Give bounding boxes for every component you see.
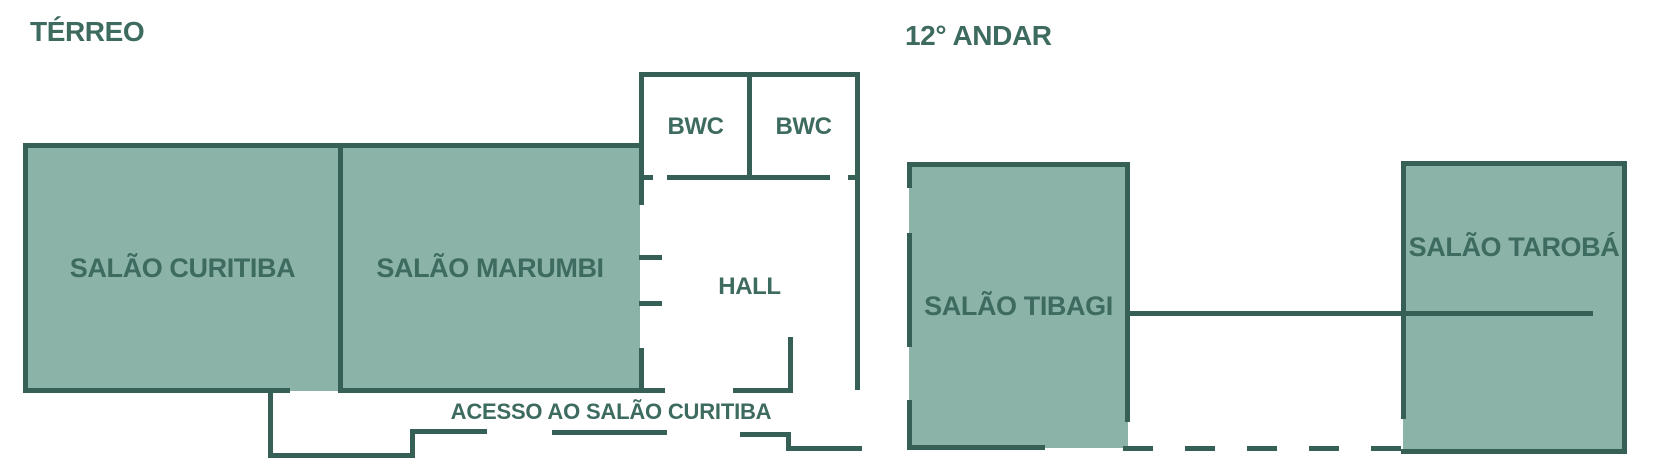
acesso-annotation: ACESSO AO SALÃO CURITIBA (450, 399, 772, 424)
wall-tibagi-right (1125, 162, 1130, 422)
room-hall-label: HALL (718, 273, 781, 300)
wall-taroba-top (1401, 161, 1627, 166)
room-taroba-fill (1403, 163, 1625, 450)
wall-tibagi-left-bottom (907, 400, 912, 450)
wall-tibagi-left-top (907, 162, 912, 188)
wall-hall-corner-horizontal (733, 388, 793, 393)
wall-stair-bottom (268, 453, 415, 458)
wall-bwc-divider (747, 72, 752, 180)
room-tibagi-fill (909, 164, 1128, 448)
room-taroba-label: SALÃO TAROBÁ (1408, 231, 1620, 262)
wall-bwc-bottom-right-tick (848, 175, 860, 180)
floor-title-12-andar: 12° ANDAR (905, 20, 1052, 51)
room-bwc-left-label: BWC (667, 113, 724, 140)
wall-dashed-corridor (1123, 446, 1403, 451)
wall-hall-door-tick-1 (639, 255, 662, 260)
room-bwc-right-label: BWC (775, 113, 832, 140)
wall-hall-left-upper (639, 72, 644, 205)
wall-stair-left (268, 391, 273, 458)
wall-bwc-bottom (667, 175, 830, 180)
wall-terreo-left (23, 143, 28, 393)
wall-acesso-underline (552, 430, 667, 435)
wall-step-lower (786, 446, 862, 451)
wall-taroba-left (1401, 161, 1406, 419)
wall-terreo-top (23, 143, 644, 148)
wall-connector-line (1128, 311, 1593, 316)
wall-step-upper (740, 432, 791, 437)
wall-curitiba-bottom (23, 388, 290, 393)
wall-stair-top (410, 429, 487, 434)
room-tibagi-label: SALÃO TIBAGI (924, 290, 1113, 321)
wall-stair-riser (410, 429, 415, 458)
wall-terreo-right (855, 72, 860, 390)
wall-hall-corner-vertical (788, 337, 793, 390)
wall-room-divider (338, 143, 343, 393)
room-marumbi-label: SALÃO MARUMBI (376, 252, 604, 283)
room-curitiba-label: SALÃO CURITIBA (69, 252, 296, 283)
floor-title-terreo: TÉRREO (30, 16, 145, 47)
wall-tibagi-left-mid (907, 233, 912, 347)
room-marumbi-fill (340, 145, 640, 391)
room-curitiba-fill (25, 145, 340, 391)
wall-taroba-right (1622, 161, 1627, 454)
wall-hall-left-lower (639, 348, 644, 393)
wall-taroba-bottom (1401, 449, 1627, 454)
wall-step-riser (786, 432, 791, 451)
wall-tibagi-top (907, 162, 1130, 167)
wall-marumbi-bottom (338, 388, 665, 393)
wall-hall-door-tick-2 (639, 301, 662, 306)
wall-bwc-bottom-left-tick (639, 175, 653, 180)
wall-tibagi-bottom (907, 445, 1045, 450)
